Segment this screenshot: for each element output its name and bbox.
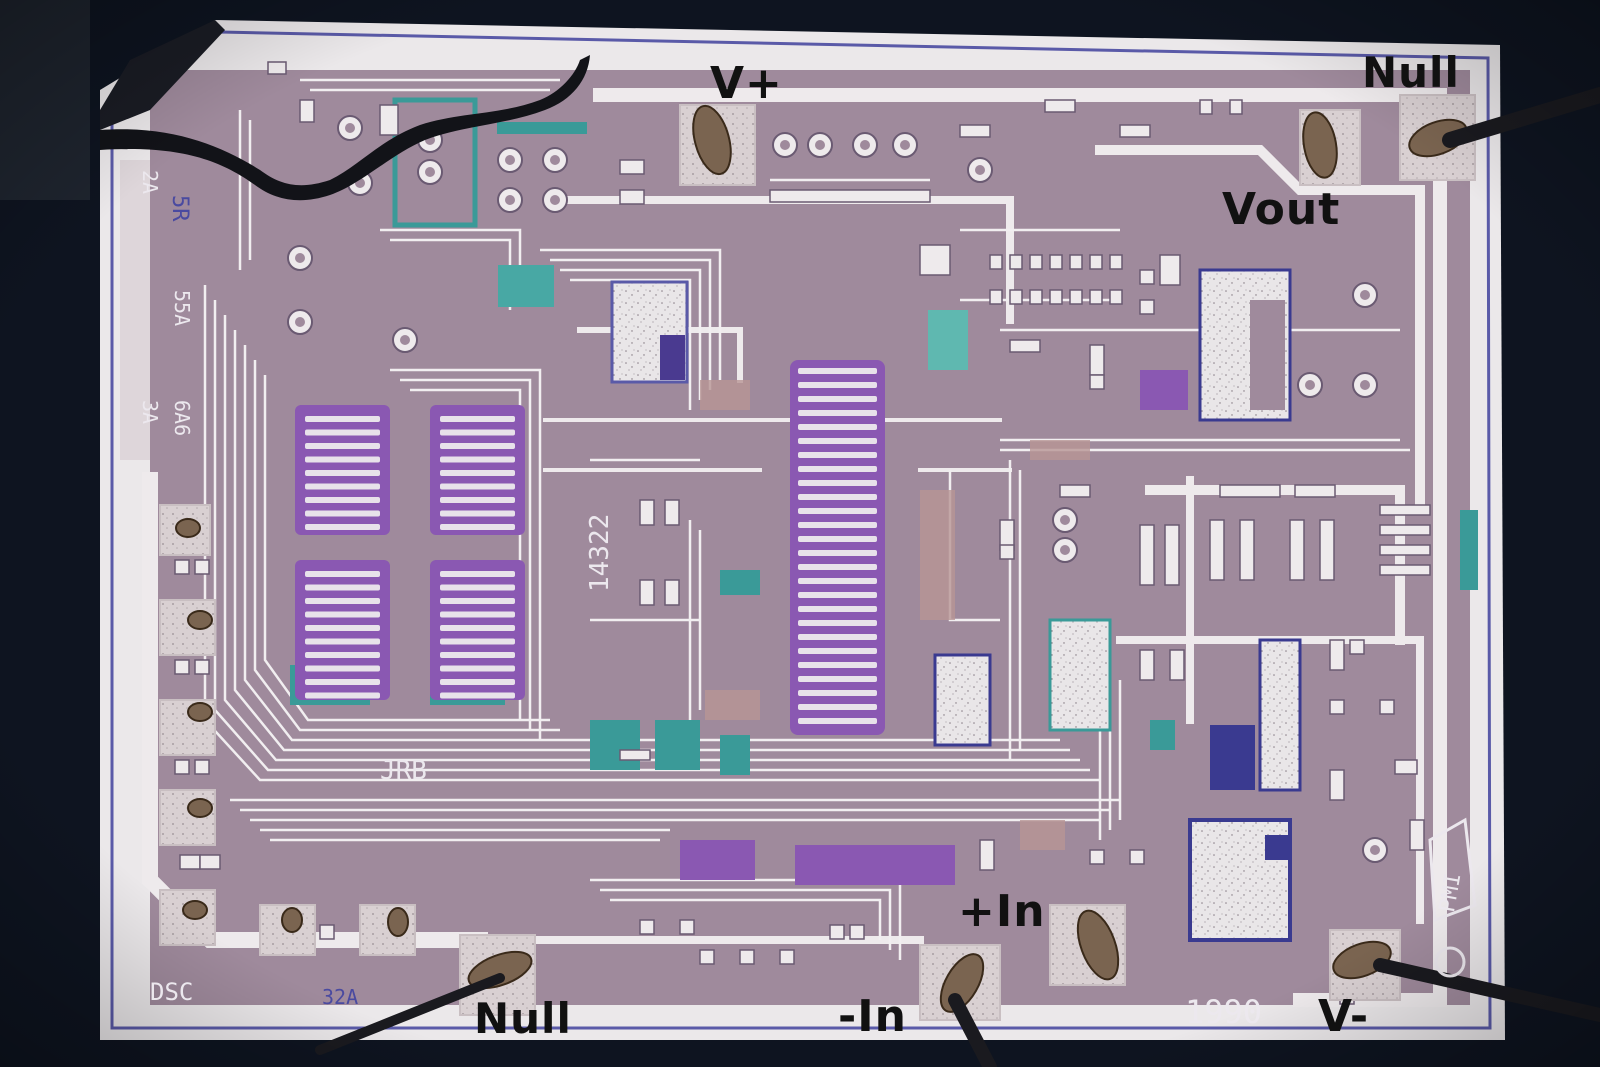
year-marking: 1990 (1185, 993, 1263, 1031)
pin-label-null-top: Null (1362, 48, 1460, 97)
pin-label-vout: Vout (1222, 184, 1341, 235)
pin-label-vplus: V+ (710, 58, 783, 109)
mask-code-a: 32A (322, 985, 359, 1009)
side-code-2: 6A6 (170, 400, 194, 437)
side-code-4: 2A (138, 170, 162, 195)
part-number-marking: 14322 (585, 513, 615, 592)
pin-label-null-bottom: Null (474, 994, 572, 1043)
side-code-3: 3A (138, 400, 162, 425)
pin-label-vminus: V- (1318, 991, 1370, 1042)
designer-initials: JRB (380, 756, 427, 786)
pin-label-plus-in: +In (958, 886, 1046, 937)
side-code-1: 5R (167, 195, 192, 222)
pin-label-minus-in: -In (838, 991, 907, 1042)
side-code-5: 55A (170, 290, 194, 327)
mask-code-b: DSC (150, 978, 194, 1006)
